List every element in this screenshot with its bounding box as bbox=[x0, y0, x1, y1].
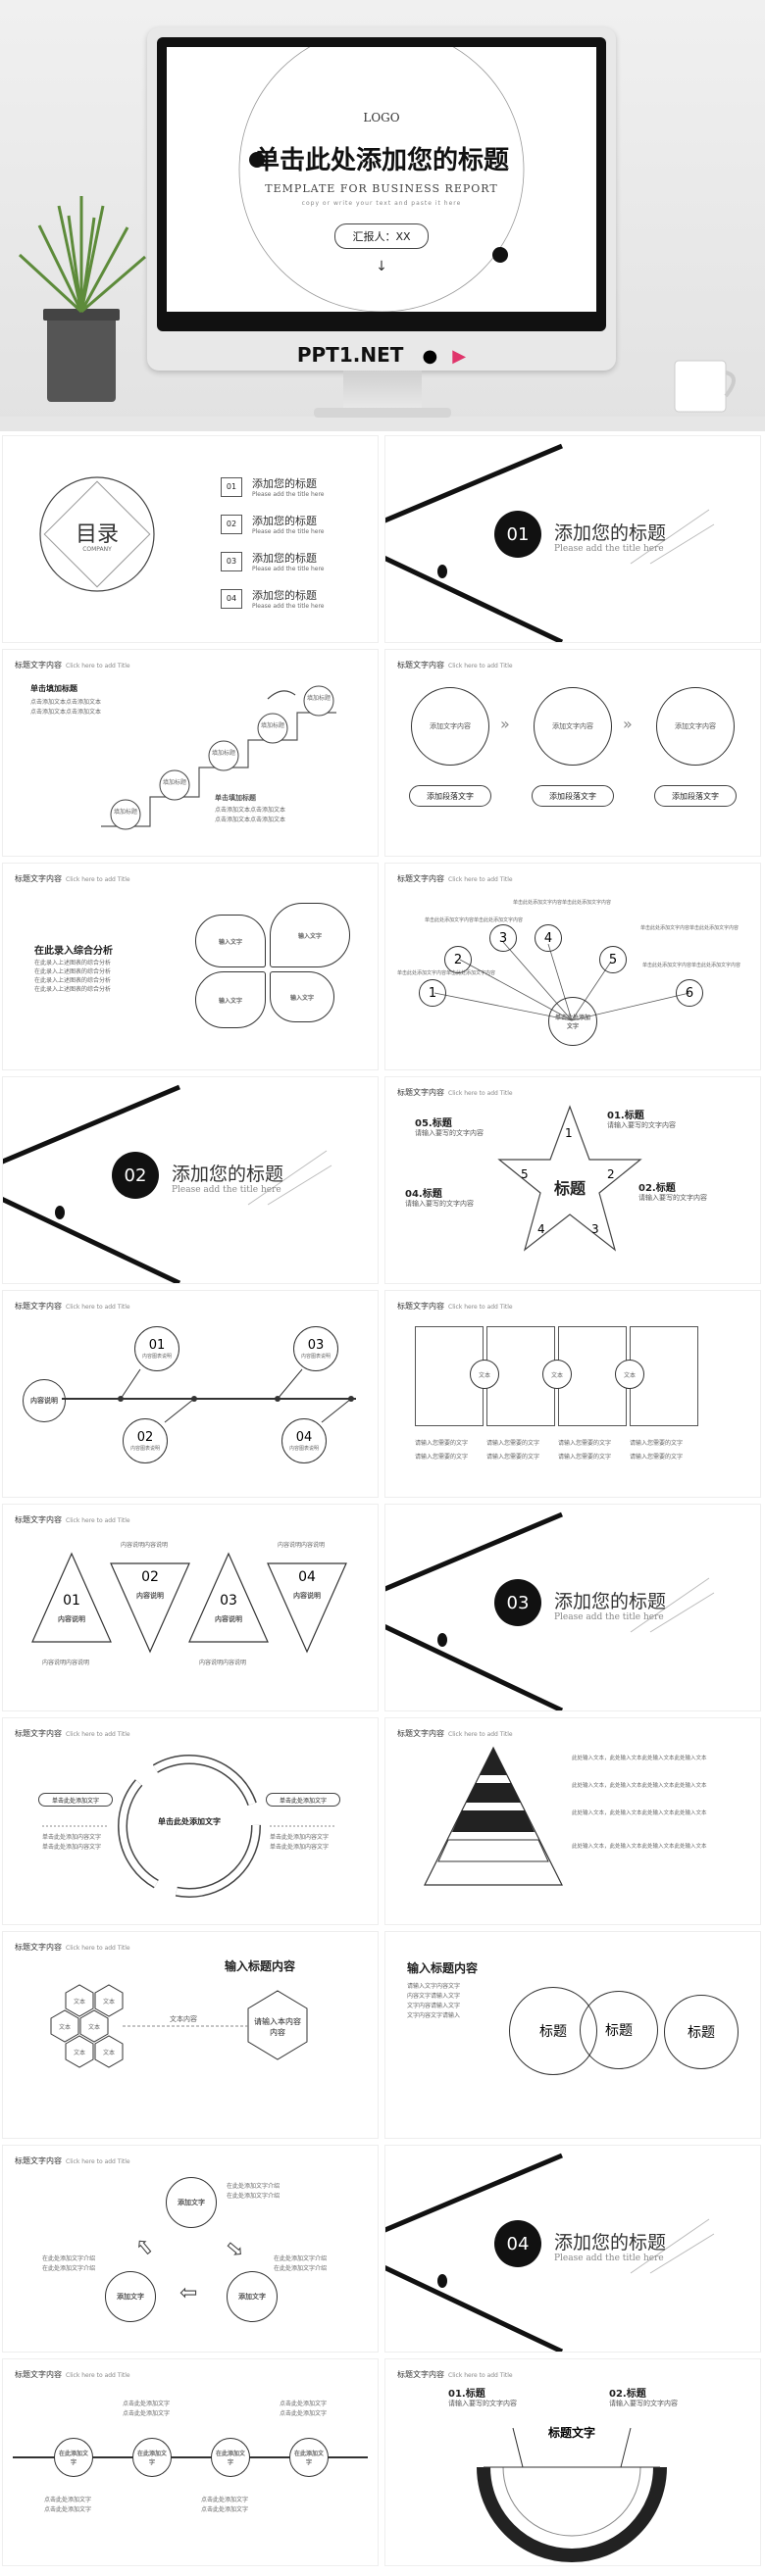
reporter-pill[interactable]: 汇报人：XX bbox=[334, 223, 429, 249]
timeline-start: 内容说明 bbox=[23, 1379, 66, 1422]
section-title: 添加您的标题 bbox=[172, 1164, 284, 1185]
arrow-icon: ⇧ bbox=[130, 2232, 161, 2264]
section-subtitle: Please add the title here bbox=[172, 1185, 281, 1195]
petal: 输入文字 bbox=[195, 971, 266, 1028]
section-title: 添加您的标题 bbox=[554, 522, 667, 544]
monitor-stand bbox=[343, 371, 422, 410]
content-circle: 添加文字内容 bbox=[534, 687, 612, 766]
arrow-icon: ⇧ bbox=[218, 2233, 249, 2263]
arrow-icon: ⇦ bbox=[179, 2281, 198, 2305]
p-logo-icon: ▶ bbox=[452, 346, 467, 367]
petal: 输入文字 bbox=[270, 971, 334, 1022]
cover-subtitle: copy or write your text and paste it her… bbox=[301, 200, 462, 207]
fan-center: 单击此处添加文字 bbox=[548, 997, 597, 1046]
section-slide-03: 03 添加您的标题 Please add the title here bbox=[384, 1504, 761, 1711]
paragraph-pill[interactable]: 添加段落文字 bbox=[654, 785, 737, 807]
toc-subtitle: COMPANY bbox=[82, 546, 112, 553]
cover-title: 单击此处添加您的标题 bbox=[253, 146, 509, 175]
hero-banner: LOGO 单击此处添加您的标题 TEMPLATE FOR BUSINESS RE… bbox=[0, 0, 765, 431]
section-subtitle: Please add the title here bbox=[554, 1612, 664, 1622]
section-slide-04: 04 添加您的标题 Please add the title here bbox=[384, 2145, 761, 2353]
section-subtitle: Please add the title here bbox=[554, 2254, 664, 2263]
venn-slide: 输入标题内容 请输入文字内容文字 内容文字请输入文字 文字内容请输入文字 文字内… bbox=[384, 1931, 761, 2139]
petal: 输入文字 bbox=[270, 903, 350, 967]
section-number: 04 bbox=[506, 2234, 530, 2254]
paragraph-pill[interactable]: 添加段落文字 bbox=[409, 785, 491, 807]
paragraph-pill[interactable]: 添加段落文字 bbox=[532, 785, 614, 807]
section-subtitle: Please add the title here bbox=[554, 544, 664, 554]
section-number: 02 bbox=[124, 1165, 147, 1186]
section-number: 01 bbox=[506, 524, 530, 545]
logo-text: LOGO bbox=[363, 111, 400, 124]
section-slide-02: 02 添加您的标题 Please add the title here bbox=[2, 1076, 379, 1284]
chevron-right-icon: » bbox=[623, 715, 633, 733]
section-number: 03 bbox=[506, 1593, 530, 1613]
content-circle: 添加文字内容 bbox=[656, 687, 735, 766]
plant-illustration bbox=[0, 196, 765, 431]
section-title: 添加您的标题 bbox=[554, 2232, 667, 2254]
apple-logo-icon: ● bbox=[422, 346, 438, 367]
section-title: 添加您的标题 bbox=[554, 1591, 667, 1612]
brand-text: PPT1.NET bbox=[296, 343, 404, 367]
content-circle: 添加文字内容 bbox=[411, 687, 489, 766]
cover-template-text: TEMPLATE FOR BUSINESS REPORT bbox=[265, 182, 498, 195]
section-slide-01: 01 添加您的标题 Please add the title here bbox=[384, 435, 761, 643]
petal: 输入文字 bbox=[195, 915, 266, 967]
toc-title: 目录 bbox=[75, 522, 119, 547]
chevron-right-icon: » bbox=[500, 715, 510, 733]
down-arrow-icon: ↓ bbox=[376, 259, 387, 274]
monitor: LOGO 单击此处添加您的标题 TEMPLATE FOR BUSINESS RE… bbox=[147, 27, 616, 371]
toc-slide: 目录 COMPANY 01 添加您的标题 Please add the titl… bbox=[2, 435, 379, 643]
cover-slide: LOGO 单击此处添加您的标题 TEMPLATE FOR BUSINESS RE… bbox=[167, 47, 596, 312]
